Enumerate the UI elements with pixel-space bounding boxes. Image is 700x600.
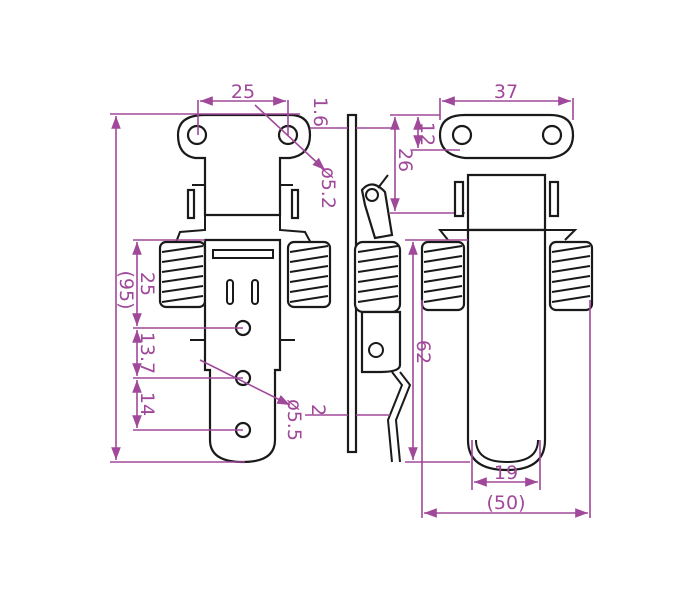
dim-hole-pitch-2: 14 [136, 392, 158, 416]
dim-plate-thickness: 1.6 [309, 97, 331, 127]
dim-plate-width: 37 [494, 81, 518, 103]
rear-top-hole-left [451, 124, 473, 146]
rear-brackets [437, 229, 578, 241]
side-hinge-tab [377, 174, 389, 189]
dim-hinge-height: 26 [394, 148, 416, 172]
rear-pin-left [453, 180, 465, 218]
dim-hook-thickness: 2 [307, 404, 329, 416]
side-hinge-pin [365, 188, 379, 202]
rear-top-hole-right [541, 124, 563, 146]
side-hook [386, 371, 412, 463]
rear-top-plate [438, 113, 575, 160]
dim-hole-offset: 12 [416, 122, 438, 146]
dim-top-hole-dia: ø5.2 [317, 167, 339, 209]
front-pin-right [290, 188, 300, 220]
dim-bottom-hole-dia: ø5.5 [283, 399, 305, 441]
side-slider-hole [368, 342, 384, 358]
rear-tongue-inner [475, 439, 539, 464]
front-spring-left [158, 240, 207, 309]
rear-spring-left [420, 240, 466, 312]
front-spring-right [286, 240, 332, 309]
front-dimensions: 25 (95) 25 13.7 14 ø5.2 ø5.5 [110, 81, 339, 463]
front-slider-edge [212, 249, 274, 259]
rear-view [420, 113, 594, 472]
front-side-lugs [190, 339, 295, 370]
front-pin-left [186, 188, 196, 220]
rear-tongue [466, 228, 547, 472]
rear-spring-right [548, 240, 594, 312]
side-slider [360, 310, 402, 374]
side-view [346, 113, 412, 463]
dim-tongue-width: 19 [494, 462, 518, 484]
dim-keeper-length: 62 [412, 340, 434, 364]
dim-overall-width: (50) [486, 492, 525, 514]
rear-pin-right [548, 180, 560, 218]
side-spring [353, 240, 402, 314]
rear-dimensions: 37 12 62 19 (50) [405, 81, 591, 518]
front-view [158, 113, 332, 464]
front-brackets [174, 184, 313, 246]
rear-hinge-block [466, 173, 547, 232]
front-slot-right [251, 279, 259, 305]
dim-hole-spacing: 25 [231, 81, 255, 103]
front-top-hole-left [186, 124, 208, 146]
dim-hole-pitch-1: 13.7 [136, 332, 158, 374]
dim-overall-length: (95) [115, 270, 137, 309]
front-slot-left [226, 279, 234, 305]
dim-spring-to-hole: 25 [136, 272, 158, 296]
side-dimensions: 1.6 26 2 [305, 97, 465, 416]
